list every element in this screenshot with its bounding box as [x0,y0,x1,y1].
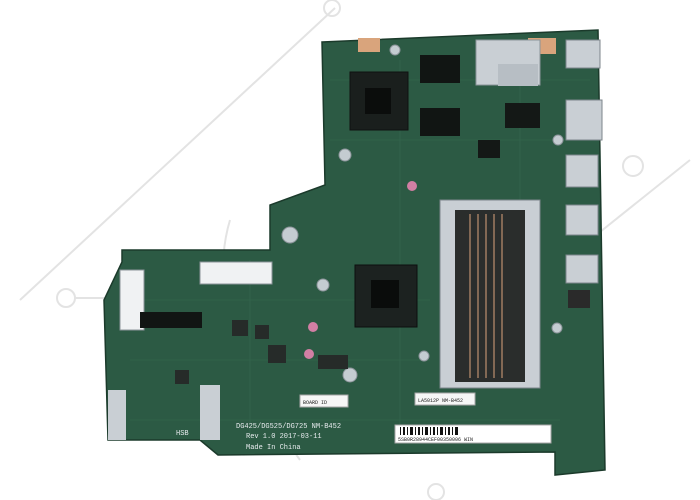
usb-port [565,204,599,236]
usb-port [565,254,599,284]
power-components [175,320,348,384]
capacitor [407,181,417,191]
ram-label-sticker [299,394,349,408]
screw-holes [281,44,564,383]
gpu-die [365,88,391,114]
silkscreen-hsb: HSB [176,430,189,438]
ram-slot-interior [455,210,525,382]
metal-shield [498,64,538,86]
ram-slot-pins [469,214,503,378]
vram-chip [420,108,460,136]
port-group [565,39,603,308]
ram-label-text: BOARD ID [303,400,327,406]
vram-chip [420,55,460,83]
hdmi-port [565,154,599,188]
metal-bracket [108,390,126,440]
capacitor [304,349,314,359]
cpu-die [371,280,399,308]
power-jack [565,39,601,69]
small-sticker-text: LA5012P NM-B452 [418,398,463,404]
metal-bracket [200,385,220,440]
silkscreen-rev: Rev 1.0 2017-03-11 [246,433,322,441]
ribbon-connector [199,261,273,285]
small-sticker [414,392,476,406]
controller-chip [478,140,500,158]
copper-pad [358,38,380,52]
barcode [400,427,458,435]
audio-jack [568,290,590,308]
silkscreen-model: DG425/DG525/DG725 NM-B452 [236,423,341,431]
capacitor [308,322,318,332]
ram-chip-strip [140,312,202,328]
ethernet-port [565,99,603,141]
serial-sticker-text: 5SB0R28944CEF00350006 WIN [398,437,473,443]
silkscreen-origin: Made In China [246,444,301,452]
controller-chip [505,103,540,128]
